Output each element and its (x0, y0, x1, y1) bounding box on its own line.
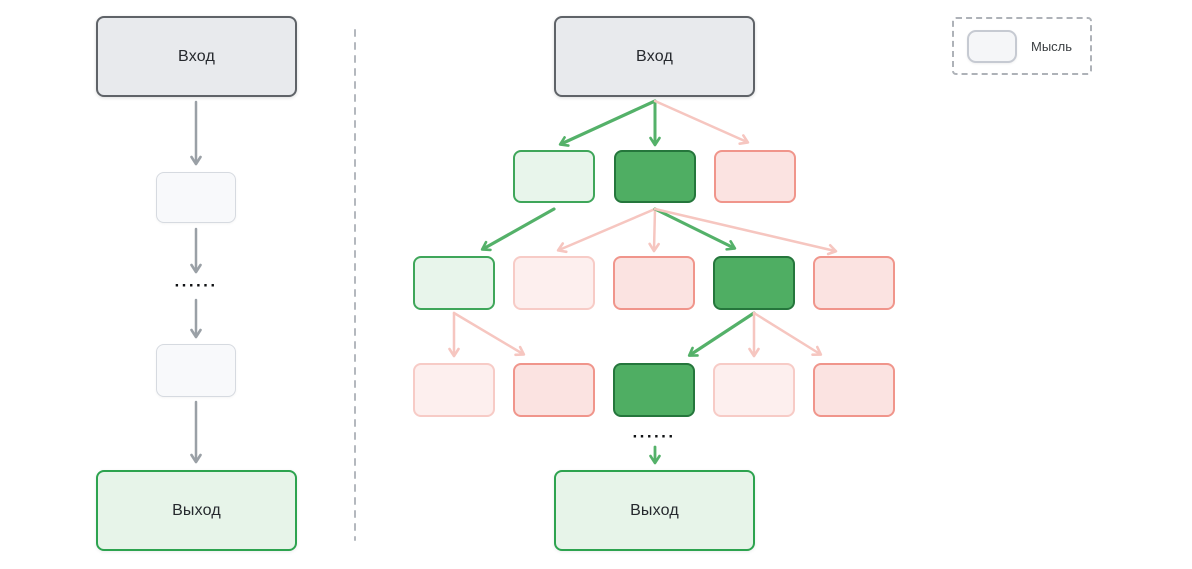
left-ellipsis: ······ (174, 276, 218, 295)
tree-node-r2c2 (513, 256, 595, 310)
tree-node-r3c3 (613, 363, 695, 417)
tree-node-r2c3 (613, 256, 695, 310)
root-branch-left (558, 99, 657, 147)
tree-node-r3c5 (813, 363, 895, 417)
left-input-node: Вход (96, 16, 297, 97)
tree-node-r1c2 (614, 150, 696, 203)
root-branch-right (653, 99, 750, 145)
left-output-node: Выход (96, 470, 297, 551)
right-input-node: Вход (554, 16, 755, 97)
r1c2-branch-1 (556, 207, 657, 254)
left-thought-node-1 (156, 172, 236, 223)
legend-label: Мысль (1031, 38, 1073, 54)
right-ellipsis: ······ (632, 427, 676, 446)
r1c1-branch (480, 207, 556, 252)
left-thought-node-2 (156, 344, 236, 397)
r2c4-branch-1 (687, 311, 756, 357)
tree-node-r2c4 (713, 256, 795, 310)
tree-node-r1c1 (513, 150, 595, 203)
r1c2-branch-2 (648, 207, 660, 253)
r2c4-branch-3 (752, 311, 823, 356)
r2c1-branch-2 (452, 311, 526, 357)
tree-node-r2c5 (813, 256, 895, 310)
thought-swatch-icon (967, 29, 1017, 63)
tree-node-r3c4 (713, 363, 795, 417)
r1c2-branch-4 (653, 207, 838, 256)
tree-node-r3c2 (513, 363, 595, 417)
tree-node-r2c1 (413, 256, 495, 310)
tree-node-r3c1 (413, 363, 495, 417)
r1c2-branch-3 (653, 207, 737, 251)
legend: Мысль (952, 17, 1092, 75)
tree-node-r1c3 (714, 150, 796, 203)
right-output-node: Выход (554, 470, 755, 551)
